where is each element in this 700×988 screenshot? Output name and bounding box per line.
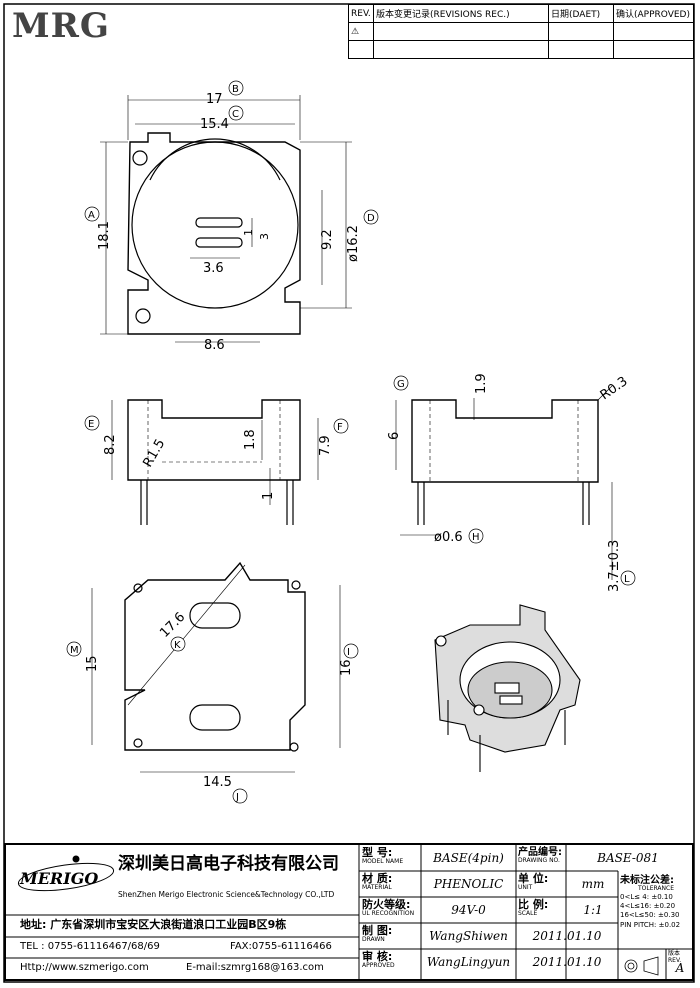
dim-7-9: 7.9 — [318, 435, 333, 456]
company-email: E-mail:szmrg168@163.com — [186, 962, 324, 973]
revision-table: REV. 版本变更记录(REVISIONS REC.) 日期(DAET) 确认(… — [348, 4, 694, 59]
title-block: MERIGO 深圳美日高电子科技有限公司 ShenZhen Merigo Ele… — [4, 843, 694, 981]
drawing-number: BASE-081 — [597, 851, 659, 865]
dim-3: 3 — [258, 233, 271, 240]
dim-17-6: 17.6 — [157, 610, 188, 641]
unit-value: mm — [581, 877, 605, 891]
rev-mark: ⚠ — [348, 22, 374, 41]
brand-name: MERIGO — [20, 869, 99, 888]
dim-1: 1 — [242, 229, 255, 236]
ul-value: 94V-0 — [451, 903, 486, 917]
tolerance-block: 未标注公差: TOLERANCE 0<L≤ 4: ±0.10 4<L≤16: ±… — [620, 875, 692, 930]
callout-f: F — [337, 422, 343, 433]
rev-header-rev: REV. — [348, 4, 374, 23]
callout-c: C — [232, 109, 239, 120]
dim-14-5: 14.5 — [203, 775, 232, 790]
approved-date: 2011.01.10 — [532, 955, 602, 969]
title-block-grid — [6, 845, 692, 979]
rev-header-date: 日期(DAET) — [548, 4, 614, 23]
rev-value: A — [675, 961, 685, 975]
dim-1-9: 1.9 — [474, 373, 489, 394]
company-address: 地址: 广东省深圳市宝安区大浪街道浪口工业园B区9栋 — [20, 918, 287, 931]
top-view-dims — [100, 95, 352, 343]
dim-3-7: 3.7±0.3 — [607, 540, 622, 592]
side-view — [411, 399, 599, 525]
company-name-en: ShenZhen Merigo Electronic Science&Techn… — [118, 890, 335, 899]
top-view-dim-text: 17 15.4 18.1 ø16.2 9.2 1 3 3.6 8.6 — [97, 92, 361, 353]
model-label-cell: 型 号:MODEL NAME — [362, 846, 404, 866]
dim-d16-2: ø16.2 — [346, 225, 361, 262]
rev-label: 版本REV. — [668, 950, 682, 964]
bottom-view — [124, 561, 306, 752]
drawn-date: 2011.01.10 — [532, 929, 602, 943]
dim-r0-3: R0.3 — [598, 374, 631, 403]
company-web: Http://www.szmerigo.com — [20, 962, 149, 973]
company-name-cn: 深圳美日高电子科技有限公司 — [118, 854, 339, 874]
approved-label-cell: 审 核:APPROVED — [362, 950, 395, 970]
front-view — [127, 399, 301, 525]
dim-d0-6: ø0.6 — [434, 530, 463, 545]
top-view — [127, 132, 301, 335]
callout-h: H — [472, 532, 480, 543]
model-value: BASE(4pin) — [433, 851, 504, 865]
dim-9-2: 9.2 — [320, 229, 335, 250]
callout-d: D — [367, 213, 375, 224]
dim-3-6: 3.6 — [203, 261, 224, 276]
dim-16: 16 — [339, 659, 354, 676]
callouts: B C A D G E F H L K M I J — [66, 80, 636, 804]
tolerance-row: PIN PITCH: ±0.02 — [620, 920, 681, 929]
callout-a: A — [88, 210, 95, 221]
company-fax: FAX:0755-61116466 — [230, 941, 332, 952]
callout-b: B — [232, 84, 239, 95]
dim-18-1: 18.1 — [97, 221, 112, 250]
projection-symbol — [624, 956, 659, 976]
dim-1-8: 1.8 — [243, 429, 258, 450]
isometric-view — [434, 604, 581, 772]
callout-l: L — [624, 574, 630, 585]
drawn-label-cell: 制 图:DRAWN — [362, 924, 393, 944]
callout-m: M — [70, 645, 79, 656]
unit-label-cell: 单 位:UNIT — [518, 872, 549, 892]
dim-8-6: 8.6 — [204, 338, 225, 353]
merigo-logo — [17, 855, 115, 892]
callout-i: I — [347, 647, 350, 658]
drawn-value: WangShiwen — [429, 929, 508, 943]
scale-value: 1:1 — [583, 903, 603, 917]
company-tel: TEL : 0755-61116467/68/69 — [20, 941, 160, 952]
callout-g: G — [397, 379, 405, 390]
tolerance-row: 4<L≤16: ±0.20 — [620, 902, 676, 911]
rev-header-approved: 确认(APPROVED) — [613, 4, 694, 23]
dim-8-2: 8.2 — [103, 434, 118, 455]
dim-15-4: 15.4 — [200, 117, 229, 132]
dim-6: 6 — [387, 432, 402, 440]
drawing-label-cell: 产品编号:DRAWING NO. — [518, 847, 562, 864]
dim-17: 17 — [206, 92, 223, 107]
callout-e: E — [88, 419, 94, 430]
dim-1-b: 1 — [261, 492, 276, 500]
callout-k: K — [174, 640, 181, 651]
ul-label-cell: 防火等级:UL RECOGNITION — [362, 898, 415, 918]
callout-j: J — [235, 792, 239, 803]
front-view-dims — [111, 400, 319, 505]
material-label-cell: 材 质:MATERIAL — [362, 872, 393, 892]
tolerance-row: 16<L≤50: ±0.30 — [620, 911, 680, 920]
dim-r1-5: R1.5 — [140, 437, 168, 470]
material-value: PHENOLIC — [433, 877, 504, 891]
tolerance-row: 0<L≤ 4: ±0.10 — [620, 892, 673, 901]
approved-value: WangLingyun — [426, 955, 511, 969]
scale-label-cell: 比 例:SCALE — [518, 898, 549, 918]
company-logo: MRG — [12, 6, 110, 46]
rev-header-record: 版本变更记录(REVISIONS REC.) — [373, 4, 549, 23]
dim-15: 15 — [85, 655, 100, 672]
